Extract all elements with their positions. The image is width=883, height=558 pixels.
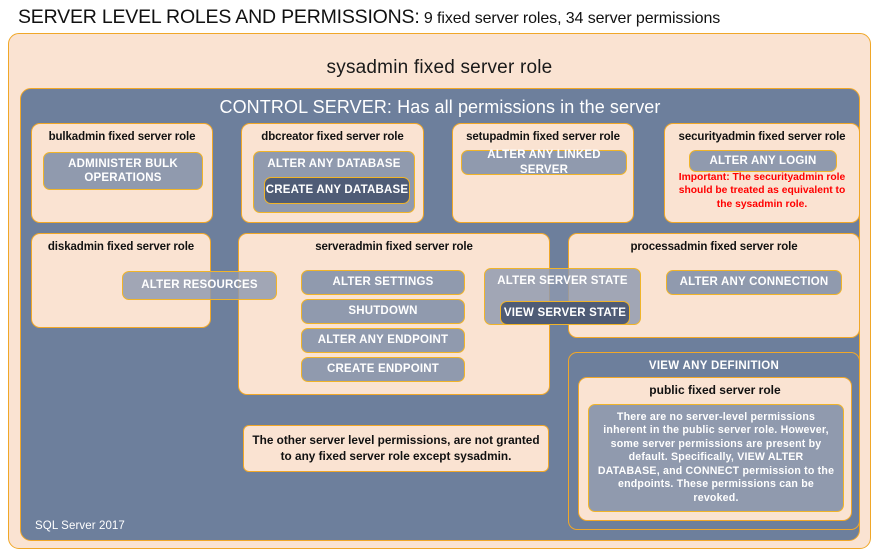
role-box-securityadmin: securityadmin fixed server role ALTER AN… — [664, 123, 860, 223]
role-box-dbcreator: dbcreator fixed server role ALTER ANY DA… — [241, 123, 424, 223]
other-permissions-note: The other server level permissions, are … — [243, 425, 549, 472]
role-title-securityadmin: securityadmin fixed server role — [678, 131, 846, 143]
view-any-definition-label: VIEW ANY DEFINITION — [648, 360, 780, 372]
role-box-serveradmin: serveradmin fixed server role ALTER SETT… — [238, 233, 550, 395]
permission-chip-shutdown[interactable]: SHUTDOWN — [301, 299, 465, 324]
sysadmin-role-label: sysadmin fixed server role — [326, 57, 553, 78]
role-box-public: public fixed server role There are no se… — [578, 377, 852, 521]
role-title-bulkadmin: bulkadmin fixed server role — [48, 131, 196, 143]
role-title-serveradmin: serveradmin fixed server role — [315, 241, 473, 253]
role-title-diskadmin: diskadmin fixed server role — [47, 241, 195, 253]
permission-chip-alter-any-login[interactable]: ALTER ANY LOGIN — [689, 150, 837, 172]
page-title-sub: 9 fixed server roles, 34 server permissi… — [419, 10, 721, 27]
permission-chip-alter-settings[interactable]: ALTER SETTINGS — [301, 270, 465, 295]
role-title-public: public fixed server role — [649, 383, 781, 397]
permission-label-alter-server-state: ALTER SERVER STATE — [497, 275, 628, 287]
securityadmin-warning-text: Important: The securityadmin role should… — [678, 172, 846, 210]
role-box-diskadmin: diskadmin fixed server role — [31, 233, 211, 328]
permission-chip-create-any-database[interactable]: CREATE ANY DATABASE — [264, 177, 410, 204]
control-server-label: CONTROL SERVER: Has all permissions in t… — [219, 97, 661, 117]
sql-server-version-label: SQL Server 2017 — [35, 520, 125, 532]
permission-chip-alter-resources[interactable]: ALTER RESOURCES — [122, 271, 277, 300]
permission-chip-alter-any-linked-server[interactable]: ALTER ANY LINKED SERVER — [461, 149, 627, 176]
permission-chip-view-server-state[interactable]: VIEW SERVER STATE — [500, 301, 630, 325]
permission-chip-administer-bulk-operations[interactable]: ADMINISTER BULK OPERATIONS — [43, 152, 203, 190]
role-title-processadmin: processadmin fixed server role — [630, 241, 798, 253]
permission-label-alter-any-database: ALTER ANY DATABASE — [267, 158, 401, 170]
role-title-setupadmin: setupadmin fixed server role — [466, 131, 620, 143]
permission-chip-create-endpoint[interactable]: CREATE ENDPOINT — [301, 357, 465, 382]
permission-chip-alter-any-endpoint[interactable]: ALTER ANY ENDPOINT — [301, 328, 465, 353]
page-title-main: SERVER LEVEL ROLES AND PERMISSIONS: — [18, 6, 420, 28]
role-box-bulkadmin: bulkadmin fixed server role ADMINISTER B… — [31, 123, 213, 223]
role-box-setupadmin: setupadmin fixed server role ALTER ANY L… — [452, 123, 634, 223]
public-role-description: There are no server-level permissions in… — [588, 404, 844, 512]
permission-chip-alter-any-connection[interactable]: ALTER ANY CONNECTION — [666, 270, 842, 295]
view-any-definition-container: VIEW ANY DEFINITION public fixed server … — [568, 352, 860, 530]
page-title: SERVER LEVEL ROLES AND PERMISSIONS: 9 fi… — [18, 6, 868, 32]
role-title-dbcreator: dbcreator fixed server role — [261, 131, 404, 143]
